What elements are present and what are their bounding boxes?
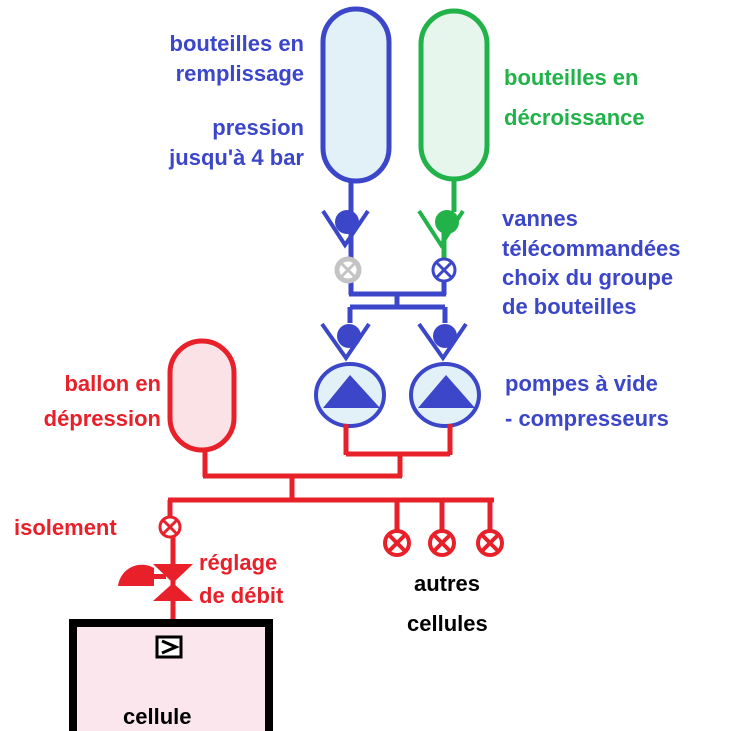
- label-pressure-2: jusqu'à 4 bar: [168, 145, 304, 170]
- label-bottles-filling-1: bouteilles en: [170, 31, 304, 56]
- label-pumps-2: - compresseurs: [505, 406, 669, 431]
- other-cell-valve-1: [383, 529, 411, 557]
- check-valve-blue: [321, 209, 370, 249]
- green-pipes: [441, 178, 457, 258]
- label-bottles-decrease-1: bouteilles en: [504, 65, 638, 90]
- other-cell-valve-3: [476, 529, 504, 557]
- flow-regulating-valve: [118, 564, 193, 601]
- label-valves-4: de bouteilles: [502, 294, 636, 319]
- label-other-cells-1: autres: [414, 571, 480, 596]
- remote-valve-closed: [334, 256, 362, 284]
- label-bottles-decrease-2: décroissance: [504, 105, 645, 130]
- label-flow-2: de débit: [199, 583, 284, 608]
- label-pumps-1: pompes à vide: [505, 371, 658, 396]
- inlet-icon: [155, 635, 183, 659]
- pump-right: [409, 362, 481, 428]
- isolation-valve: [158, 515, 182, 539]
- label-valves-1: vannes: [502, 206, 578, 231]
- label-bottles-filling-2: remplissage: [176, 61, 304, 86]
- pump-left: [314, 362, 386, 428]
- label-cell: cellule: [123, 704, 191, 729]
- labels: bouteilles en remplissage pression jusqu…: [14, 31, 681, 729]
- label-pressure-1: pression: [212, 115, 304, 140]
- label-isolation: isolement: [14, 515, 117, 540]
- other-cell-valve-2: [428, 529, 456, 557]
- blue-pipes: [347, 180, 448, 323]
- tank-vacuum: [167, 338, 237, 453]
- tank-filling: [320, 6, 392, 184]
- label-flow-1: réglage: [199, 550, 277, 575]
- red-pipes: [167, 424, 494, 622]
- label-vacuum-tank-2: dépression: [44, 406, 161, 431]
- tank-decreasing: [418, 8, 490, 182]
- check-valve-pump-right: [417, 322, 468, 362]
- check-valve-pump-left: [320, 322, 371, 362]
- label-vacuum-tank-1: ballon en: [64, 371, 161, 396]
- label-other-cells-2: cellules: [407, 611, 488, 636]
- remote-valve-open: [431, 257, 457, 283]
- label-valves-3: choix du groupe: [502, 265, 673, 290]
- label-valves-2: télécommandées: [502, 236, 681, 261]
- check-valve-green: [417, 209, 465, 249]
